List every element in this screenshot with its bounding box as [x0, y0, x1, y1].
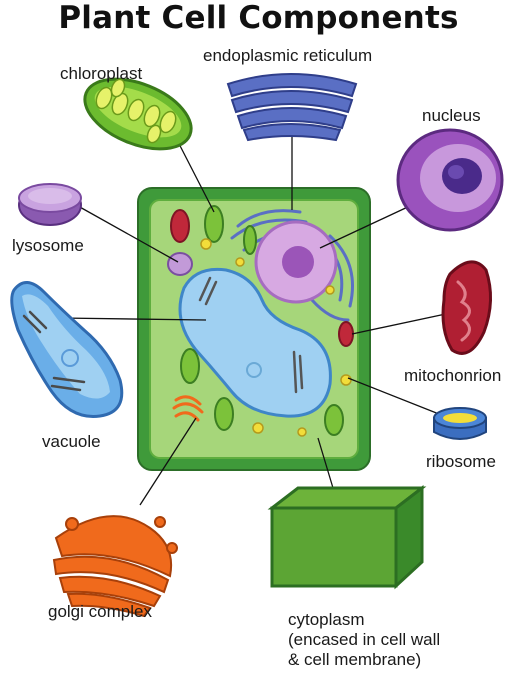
lysosome-illustration: [18, 183, 82, 226]
label-cytoplasm-line3: & cell membrane): [288, 650, 422, 669]
golgi-illustration: [52, 515, 178, 618]
nucleus-illustration: [396, 128, 504, 232]
label-cytoplasm-line1: cytoplasm: [288, 610, 365, 629]
cell-lysosome: [167, 252, 193, 276]
label-ribosome: ribosome: [426, 452, 496, 471]
cell-chloroplasts: [180, 205, 344, 436]
diagram-title: Plant Cell Components: [58, 0, 459, 36]
label-endoplasmic-reticulum: endoplasmic reticulum: [203, 46, 373, 65]
cell-mitochondria: [170, 209, 354, 347]
label-chloroplast: chloroplast: [60, 64, 143, 83]
label-lysosome: lysosome: [12, 236, 84, 255]
cell-nucleus: [254, 220, 338, 304]
cell-vacuole: [178, 267, 332, 418]
leader-lines: [59, 130, 456, 506]
ribosome-illustration: [433, 407, 487, 440]
plant-cell: [137, 187, 371, 471]
cell-vacuole-granule: [246, 362, 262, 378]
label-golgi-complex: golgi complex: [48, 602, 152, 621]
label-cytoplasm-line2: (encased in cell wall: [288, 630, 441, 649]
mitochondrion-illustration: [441, 260, 493, 355]
label-vacuole: vacuole: [42, 432, 101, 451]
vacuole-illustration: [10, 281, 124, 418]
cell-vacuole-crystals: [198, 276, 304, 394]
chloroplast-illustration: [83, 77, 193, 151]
label-nucleus: nucleus: [422, 106, 481, 125]
cytoplasm-illustration: [267, 484, 427, 590]
er-illustration: [226, 73, 358, 142]
label-mitochondrion: mitochonrion: [404, 366, 502, 385]
label-cytoplasm: cytoplasm (encased in cell wall & cell m…: [288, 610, 440, 670]
